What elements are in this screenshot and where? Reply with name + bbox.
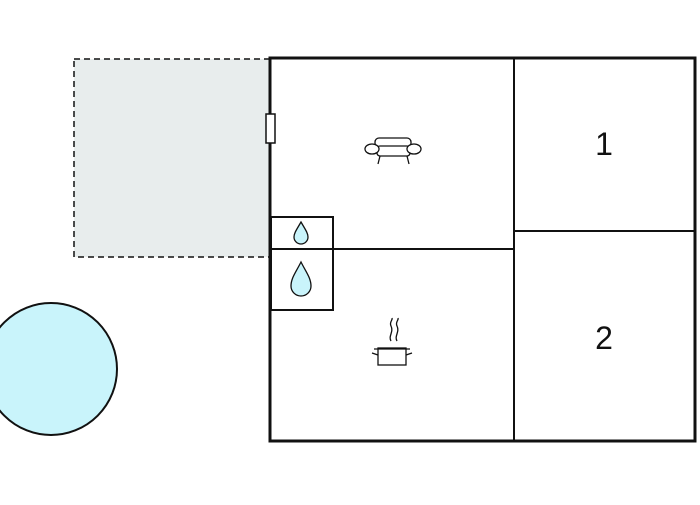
cooking-pot-icon bbox=[371, 317, 413, 366]
sofa-icon bbox=[364, 137, 422, 165]
water-drop-icon bbox=[293, 220, 309, 245]
pool bbox=[0, 302, 118, 436]
room-number-2: 2 bbox=[595, 320, 613, 356]
room-number-1: 1 bbox=[595, 126, 613, 162]
terrace bbox=[73, 58, 271, 258]
door bbox=[265, 113, 276, 144]
water-drop-icon bbox=[290, 260, 312, 297]
